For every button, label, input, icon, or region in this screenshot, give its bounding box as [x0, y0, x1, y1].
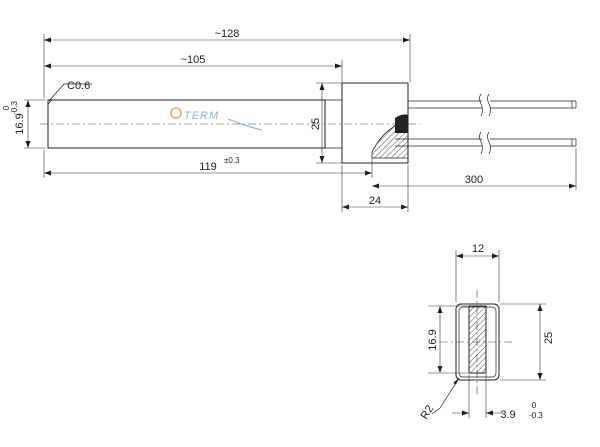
- dim-height-label: 25: [310, 118, 322, 130]
- radius-label: R2: [419, 403, 437, 421]
- dim-end-depth-tol-upper: 0: [532, 401, 537, 410]
- dimension-height: [316, 82, 342, 164]
- dim-length-label: 119: [199, 161, 217, 173]
- heater-body: [47, 99, 326, 149]
- chamfer-line: [47, 99, 53, 105]
- dim-end-depth-tol-lower: -0.3: [529, 411, 543, 420]
- dimension-length: [43, 150, 373, 178]
- dim-cap-label: 24: [369, 195, 381, 207]
- dimension-thickness: [24, 99, 46, 149]
- dim-end-width-label: 12: [472, 243, 484, 255]
- dimension-cap: [341, 165, 409, 212]
- dim-body-label: ~105: [181, 54, 206, 66]
- dim-end-height-label: 25: [543, 332, 555, 344]
- dim-thickness-tol-lower: -0.3: [10, 101, 19, 115]
- dimension-leads: [372, 148, 577, 190]
- lead-wires: [395, 93, 577, 155]
- radius-leader: [431, 377, 460, 415]
- dim-length-tol: ±0.3: [224, 156, 240, 165]
- dimension-end-inner: [428, 305, 468, 374]
- dim-thickness-tol-upper: 0: [2, 105, 11, 110]
- chamfer-label: C0.6: [67, 80, 90, 92]
- end-element-section: [468, 305, 487, 374]
- logo-mark-icon: [170, 107, 182, 119]
- chamfer-leader: [48, 83, 92, 102]
- cap-filled-corner: [395, 114, 408, 133]
- logo-text: TERM: [184, 110, 219, 122]
- dim-end-inner-label: 16.9: [427, 329, 439, 350]
- side-view: ~128 ~105 C0.6 16.9 0 -0.3: [2, 28, 577, 212]
- end-view: 12 16.9 25 R2: [419, 243, 555, 422]
- dimension-end-depth: [452, 374, 503, 418]
- dim-overall-label: ~128: [215, 28, 240, 40]
- dimension-overall: [43, 34, 411, 98]
- dim-leads-label: 300: [465, 174, 483, 186]
- dimension-body: [44, 60, 343, 82]
- dimension-end-height: [500, 303, 546, 381]
- dimension-end-width: [455, 250, 500, 302]
- term-logo: TERM: [170, 107, 263, 131]
- dim-end-depth-label: 3.9: [500, 409, 515, 421]
- dim-thickness-label: 16.9: [14, 113, 26, 134]
